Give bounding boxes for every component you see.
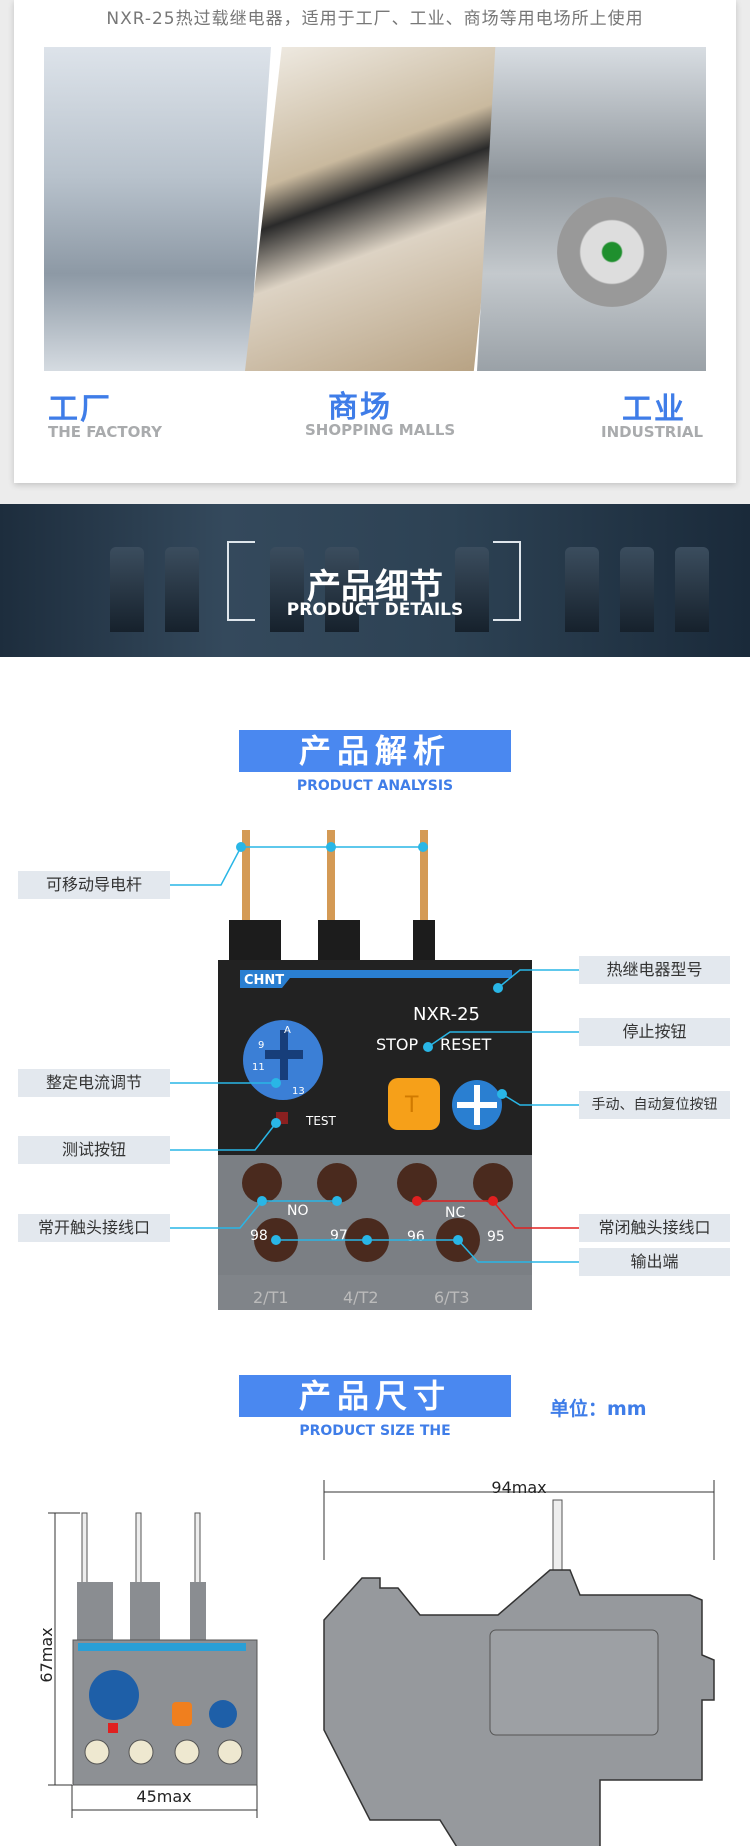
size-title: 产品尺寸 xyxy=(239,1375,511,1417)
brand-text: CHNT xyxy=(244,973,284,988)
industrial-label: 工业 xyxy=(622,392,686,427)
industrial-label-en: INDUSTRIAL xyxy=(601,423,704,441)
mall-label-en: SHOPPING MALLS xyxy=(305,421,456,439)
gear-image xyxy=(557,197,667,307)
terminal-label: 6/T3 xyxy=(434,1288,470,1307)
test-text: TEST xyxy=(305,1114,337,1128)
bracket-left xyxy=(227,541,255,621)
contact-number: 96 xyxy=(407,1229,425,1245)
analysis-title: 产品解析 xyxy=(239,730,511,772)
bracket-right xyxy=(493,541,521,621)
width-dimension: 45max xyxy=(136,1787,191,1806)
factory-label-en: THE FACTORY xyxy=(48,423,162,441)
turnstile-image xyxy=(110,547,144,632)
mall-label: 商场 xyxy=(328,390,392,425)
no-text: NO xyxy=(287,1203,309,1219)
label-current-adjust: 整定电流调节 xyxy=(18,1069,170,1097)
details-banner: 产品细节 PRODUCT DETAILS xyxy=(0,504,750,657)
stop-text: STOP xyxy=(376,1035,419,1054)
contact-screws xyxy=(242,1163,513,1262)
front-view-drawing xyxy=(72,1512,258,1786)
unit-label: 单位：mm xyxy=(550,1398,647,1420)
contact-number: 95 xyxy=(487,1229,505,1245)
factory-label: 工厂 xyxy=(48,392,112,427)
analysis-subtitle: PRODUCT ANALYSIS xyxy=(296,778,454,794)
turnstile-image xyxy=(270,547,304,632)
stop-button-glyph: T xyxy=(404,1093,419,1118)
dial-mark: A xyxy=(284,1025,291,1036)
reset-text: RESET xyxy=(440,1035,491,1054)
turnstile-image xyxy=(165,547,199,632)
contact-number: 98 xyxy=(250,1228,268,1244)
contact-number: 97 xyxy=(330,1228,348,1244)
turnstile-image xyxy=(675,547,709,632)
turnstile-image xyxy=(620,547,654,632)
label-stop-button: 停止按钮 xyxy=(579,1018,730,1046)
model-text: NXR-25 xyxy=(413,1004,480,1025)
turnstile-image xyxy=(565,547,599,632)
product-analysis-diagram: CHNT A 9 11 13 TEST NXR-25 STOP RESET T … xyxy=(170,830,579,1310)
nc-callout-line xyxy=(417,1200,579,1229)
label-no-contact: 常开触头接线口 xyxy=(18,1214,170,1242)
banner-subtitle: PRODUCT DETAILS xyxy=(286,600,464,620)
banner-title: 产品细节 xyxy=(307,567,443,607)
nc-text: NC xyxy=(445,1205,465,1221)
dial-mark: 11 xyxy=(252,1062,265,1073)
label-nc-contact: 常闭触头接线口 xyxy=(579,1214,730,1242)
dimension-lines xyxy=(48,1480,715,1818)
stop-button[interactable] xyxy=(388,1078,440,1130)
label-output: 输出端 xyxy=(579,1248,730,1276)
turnstile-image xyxy=(325,547,359,632)
terminal-label: 4/T2 xyxy=(343,1288,379,1307)
callout-dots xyxy=(236,842,507,1245)
industrial-photo xyxy=(477,47,706,371)
side-view-drawing xyxy=(323,1499,715,1846)
factory-photo xyxy=(44,47,271,371)
label-model: 热继电器型号 xyxy=(579,956,730,984)
label-test-button: 测试按钮 xyxy=(18,1136,170,1164)
dimension-drawings: 67max 45max 94max xyxy=(37,1480,715,1846)
depth-dimension: 94max xyxy=(491,1480,546,1497)
label-reset-button: 手动、自动复位按钮 xyxy=(579,1091,730,1119)
terminal-label: 2/T1 xyxy=(253,1288,289,1307)
height-dimension: 67max xyxy=(37,1627,56,1682)
dial-mark: 9 xyxy=(258,1040,264,1051)
turnstile-image xyxy=(455,547,489,632)
dial-mark: 13 xyxy=(292,1086,305,1097)
label-movable-conductor: 可移动导电杆 xyxy=(18,871,170,899)
size-subtitle: PRODUCT SIZE THE xyxy=(299,1423,451,1439)
mall-photo xyxy=(245,47,508,371)
intro-text: NXR-25热过载继电器，适用于工厂、工业、商场等用电场所上使用 xyxy=(106,9,644,29)
